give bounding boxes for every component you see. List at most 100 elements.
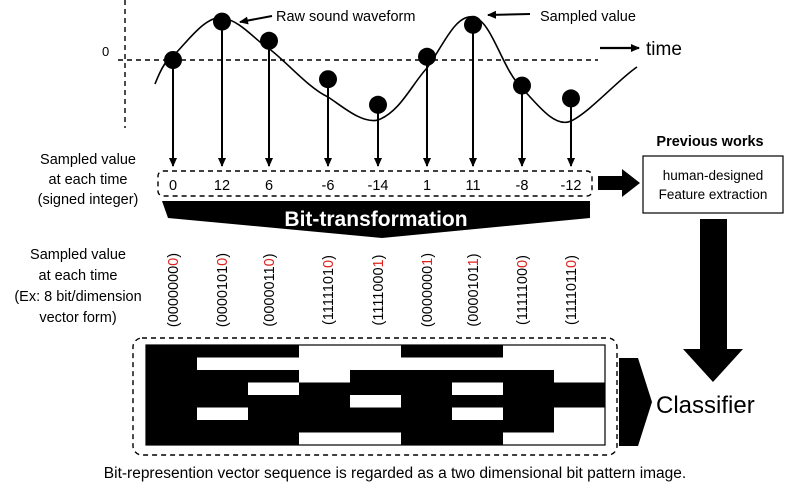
time-label: time [646,39,682,60]
bit-cell [350,420,402,433]
bit-cell [554,357,606,371]
bit-cell [350,357,402,371]
bit-cell [146,345,198,358]
bit-cell [503,407,555,421]
bit-cell [197,382,249,396]
bit-cell [248,345,300,358]
bit-cell [503,345,555,358]
raw-waveform-pointer [239,15,273,25]
bit-cell [554,420,606,433]
bit-cell [197,407,249,421]
sample-value: -14 [368,178,389,194]
sample-value: -8 [516,178,529,194]
bit-cell [554,395,606,408]
bit-cell [503,420,555,433]
to-previous-works-arrow [598,169,640,197]
sample-point [260,31,278,50]
sample-point [418,47,436,66]
zero-label: 0 [102,44,109,59]
bit-cell [197,345,249,358]
bit-cell [299,432,351,446]
bit-cell [248,395,300,408]
bit-cell [146,395,198,408]
bit-cell [503,357,555,371]
bit-label-line-3: (Ex: 8 bit/dimension [14,289,141,305]
bit-cell [299,357,351,371]
bit-cell [401,345,453,358]
bit-vector: (00001011) [466,253,482,326]
bit-cell [503,382,555,396]
bit-cell [452,420,504,433]
bit-cell [452,432,504,446]
bit-cell [146,420,198,433]
bit-cell [248,407,300,421]
bit-pattern-image [146,345,606,446]
bit-label-line-1: Sampled value [30,247,126,263]
sample-values-box [157,170,593,197]
bit-cell [197,432,249,446]
raw-waveform-curve [154,16,638,124]
bit-vector-label: Sampled value at each time (Ex: 8 bit/di… [14,247,141,326]
bit-cell [248,370,300,383]
bit-cell [248,382,300,396]
sample-value: -12 [561,178,582,194]
bit-cell [350,382,402,396]
bit-cell [146,432,198,446]
bit-cell [554,370,606,383]
sample-point [319,70,337,89]
sampled-value-pointer [487,10,531,19]
bit-vector: (00001010) [215,253,231,327]
bit-cell [554,432,606,446]
raw-waveform-label: Raw sound waveform [276,9,415,25]
caption: Bit-represention vector sequence is rega… [104,465,686,482]
bit-vector: (00000001) [420,253,436,327]
feature-box-line-2: Feature extraction [659,187,768,202]
feature-extraction-box [642,155,784,214]
bit-label-line-4: vector form) [39,310,116,326]
bit-vector: (00000110) [262,253,278,326]
bit-cell [350,407,402,421]
sample-points [164,12,580,167]
bit-cell [248,420,300,433]
bit-cell [146,407,198,421]
bit-cell [503,370,555,383]
sample-point [164,51,182,69]
bit-cell [146,382,198,396]
bit-cell [401,420,453,433]
bit-cell [350,395,402,408]
bit-cell [401,382,453,396]
bit-transformation-arrow [162,201,590,238]
bit-cell [299,407,351,421]
signed-label-line-3: (signed integer) [38,192,139,208]
bit-cell [350,345,402,358]
bit-vector: (11110110) [564,255,580,325]
bit-image-to-classifier-arrow [619,358,652,446]
waveform-panel: 0 time Raw sound waveform Sampled value [102,0,682,167]
sampled-value-label: Sampled value [540,9,636,25]
bit-cell [503,395,555,408]
bit-cell [146,357,198,371]
bit-cell [350,432,402,446]
bit-vector: (00000000) [166,253,182,327]
bit-cell [452,345,504,358]
bit-cell [146,370,198,383]
bit-transformation-label: Bit-transformation [284,208,467,231]
bit-cell [452,407,504,421]
sample-value: 6 [265,178,273,194]
bit-cell [503,432,555,446]
bit-cell [299,370,351,383]
sample-value: 11 [465,178,480,194]
bit-cell [401,357,453,371]
bit-cell [554,345,606,358]
bit-cell [401,407,453,421]
bit-vector: (11111010) [321,255,337,325]
bit-cell [197,395,249,408]
sample-value: 0 [169,178,177,194]
bit-cell [554,382,606,396]
bit-vectors: (00000000) (00001010) (00000110) (11111010)… [166,253,580,327]
bit-cell [248,432,300,446]
bit-cell [452,357,504,371]
bit-cell [401,370,453,383]
